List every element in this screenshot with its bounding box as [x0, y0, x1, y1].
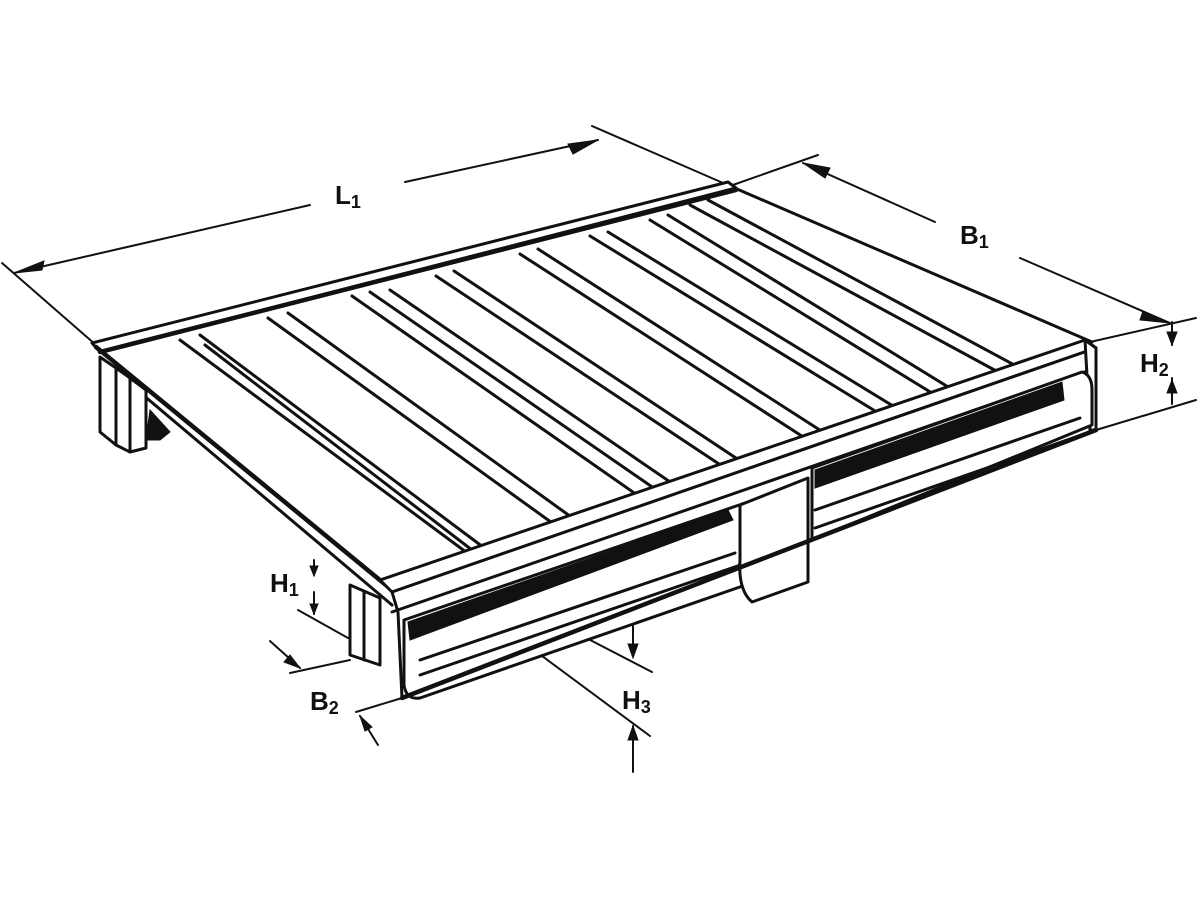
dim-index: 2: [1158, 360, 1169, 380]
deck-slats: [178, 198, 1020, 562]
dim-letter: B: [960, 220, 979, 250]
dim-index: 2: [328, 698, 339, 718]
dim-index: 1: [978, 232, 989, 252]
dimension-label-H3: H3: [622, 687, 651, 716]
dimension-label-H1: H1: [270, 570, 299, 599]
dim-index: 1: [288, 580, 299, 600]
dimension-label-H2: H2: [1140, 350, 1169, 379]
dim-letter: L: [335, 180, 351, 210]
dim-letter: H: [1140, 348, 1159, 378]
dim-letter: H: [270, 568, 289, 598]
pallet-body: [90, 180, 1099, 701]
dim-letter: B: [310, 686, 329, 716]
dimension-label-B1: B1: [960, 222, 989, 251]
dim-index: 1: [350, 192, 361, 212]
dim-letter: H: [622, 685, 641, 715]
dimension-label-L1: L1: [335, 182, 361, 211]
dimension-lines: [1, 125, 1197, 773]
dimension-label-B2: B2: [310, 688, 339, 717]
dim-index: 3: [640, 697, 651, 717]
